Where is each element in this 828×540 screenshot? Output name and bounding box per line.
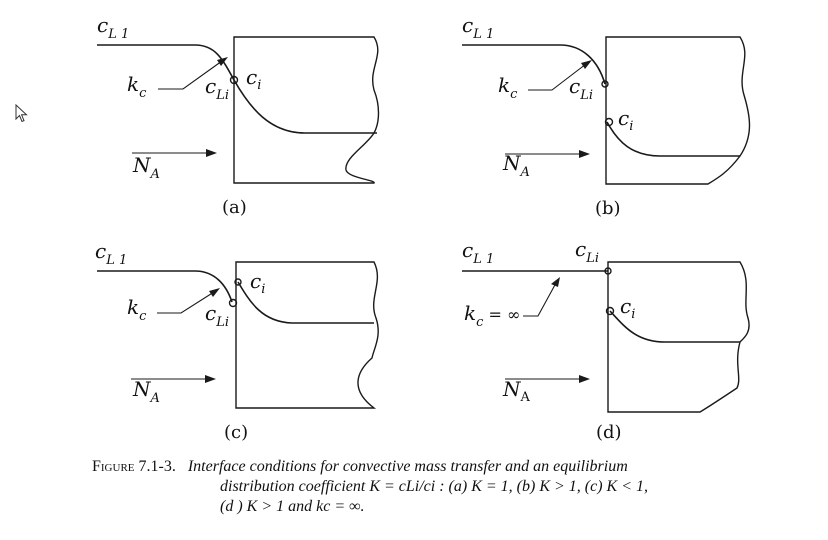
panel-a-interface-point bbox=[229, 75, 239, 85]
panel-c-interface-point-solid bbox=[234, 278, 242, 286]
panel-d-caption: (d) bbox=[596, 422, 622, 443]
panel-d-flux-arrowhead bbox=[579, 375, 590, 383]
caption-line-2: distribution coefficient K = cLi/ci : (a… bbox=[92, 477, 792, 497]
panel-a-ci-label: ci bbox=[246, 65, 261, 93]
panel-c-kc-arrow bbox=[157, 291, 215, 314]
panel-c-phase-box bbox=[235, 261, 379, 409]
panel-b-ci-label: ci bbox=[618, 106, 633, 134]
panel-b-cL1-label: cL 1 bbox=[462, 13, 494, 42]
panel-d-interface-point-liquid bbox=[604, 267, 612, 275]
panel-c-cLi-label: cLi bbox=[205, 301, 229, 330]
caption-text-line-2: distribution coefficient K = cLi/ci : (a… bbox=[220, 478, 649, 495]
panel-b-NA-label: NA bbox=[502, 151, 530, 180]
panel-b-concentration-curve-left bbox=[462, 44, 606, 85]
panel-c-interface-point-liquid bbox=[228, 298, 238, 308]
panel-a-kc-label: kc bbox=[127, 72, 147, 101]
panel-b-kc-arrow bbox=[528, 63, 587, 91]
panel-d-ci-label: ci bbox=[620, 294, 635, 322]
panel-d-cL1-label: cL 1 bbox=[462, 238, 494, 267]
panel-a-caption: (a) bbox=[222, 197, 247, 218]
panel-b-interface-point-liquid bbox=[601, 80, 609, 88]
panel-b-phase-box bbox=[605, 36, 751, 185]
panel-c-ci-label: ci bbox=[250, 269, 265, 297]
panel-d-kc-arrow bbox=[523, 282, 557, 317]
panel-d-cLi-label: cLi bbox=[575, 237, 599, 266]
panel-d-interface-point-solid bbox=[605, 306, 615, 316]
caption-line-1: Figure 7.1-3. Interface conditions for c… bbox=[92, 457, 792, 477]
figure-number: Figure 7.1-3. bbox=[92, 458, 176, 475]
panel-b-flux-arrowhead bbox=[579, 150, 590, 158]
panel-a: cL 1 kc cLi ci NA (a) bbox=[97, 13, 380, 218]
caption-text-line-1: Interface conditions for convective mass… bbox=[187, 458, 628, 475]
panel-b-kc-label: kc bbox=[498, 73, 518, 102]
panel-b-cLi-label: cLi bbox=[569, 74, 593, 103]
panel-d-concentration-curve-right bbox=[609, 310, 740, 343]
panel-c: cL 1 kc cLi ci NA (c) bbox=[95, 239, 379, 443]
panel-b-interface-point-solid bbox=[604, 117, 614, 127]
panel-a-kc-arrow bbox=[158, 60, 223, 90]
panel-b-concentration-curve-right bbox=[606, 121, 740, 157]
panel-d-kc-arrowhead bbox=[551, 277, 560, 287]
panel-c-cL1-label: cL 1 bbox=[95, 239, 127, 268]
panel-d: cL 1 cLi kc = ∞ ci NA (d) bbox=[462, 237, 750, 443]
panel-d-phase-box bbox=[607, 261, 750, 413]
panel-c-concentration-curve-left bbox=[97, 270, 233, 303]
panel-c-NA-label: NA bbox=[132, 377, 160, 406]
panel-a-cL1-label: cL 1 bbox=[97, 13, 129, 42]
panel-a-NA-label: NA bbox=[132, 153, 160, 182]
panel-a-kc-arrowhead bbox=[217, 57, 228, 66]
panel-d-kc-label: kc = ∞ bbox=[464, 301, 520, 330]
panel-c-concentration-curve-right bbox=[237, 281, 374, 324]
panel-b-kc-arrowhead bbox=[581, 60, 592, 69]
panel-b-caption: (b) bbox=[595, 198, 621, 219]
caption-text-line-3: (d ) K > 1 and kc = ∞. bbox=[220, 498, 365, 515]
mouse-pointer-icon bbox=[15, 104, 28, 123]
panel-a-flux-arrowhead bbox=[206, 149, 217, 157]
panel-c-flux-arrowhead bbox=[205, 375, 216, 383]
panel-c-kc-arrowhead bbox=[209, 288, 220, 297]
panel-a-phase-box bbox=[233, 36, 380, 184]
figure-caption: Figure 7.1-3. Interface conditions for c… bbox=[92, 457, 792, 517]
panel-c-caption: (c) bbox=[224, 422, 248, 443]
caption-line-3: (d ) K > 1 and kc = ∞. bbox=[92, 497, 792, 517]
panel-b: cL 1 kc cLi ci NA (b) bbox=[462, 13, 751, 219]
panel-a-cLi-label: cLi bbox=[205, 74, 229, 103]
panel-c-kc-label: kc bbox=[127, 295, 147, 324]
panel-d-NA-label: NA bbox=[502, 377, 531, 405]
